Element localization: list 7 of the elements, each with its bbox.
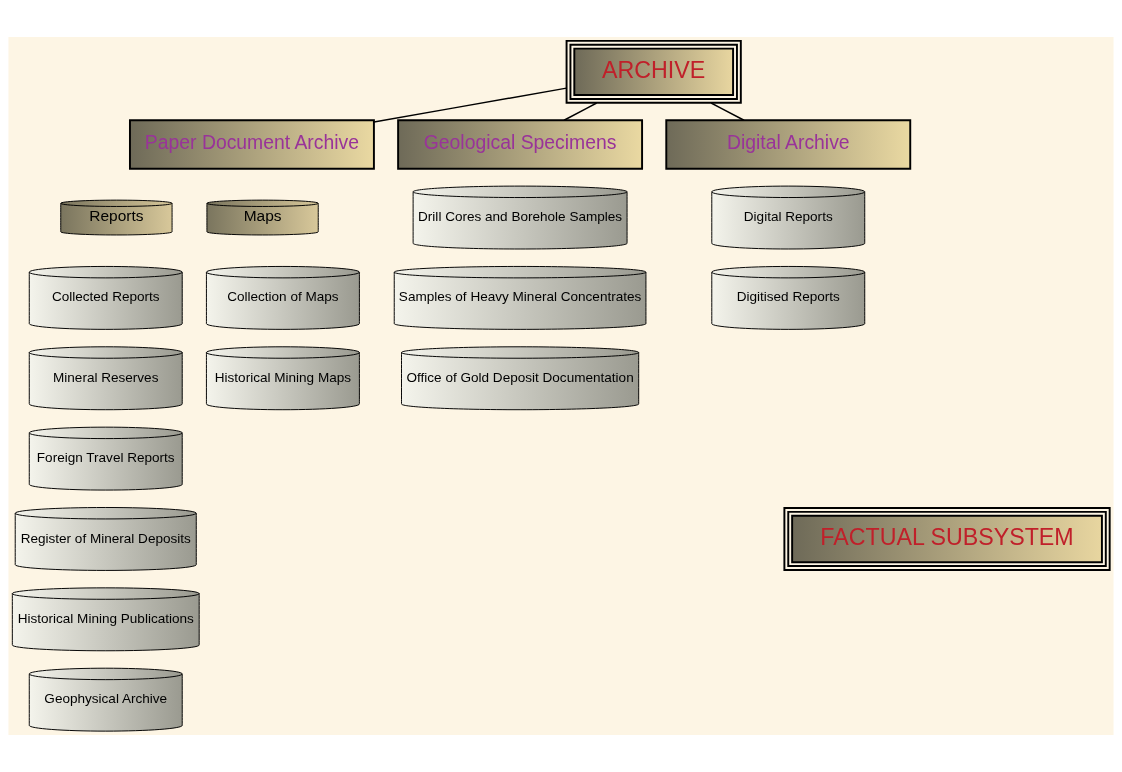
connector <box>563 102 598 121</box>
node-box: Geological Specimens <box>397 119 644 170</box>
connector <box>710 102 745 121</box>
node-box: Digital Archive <box>665 119 912 170</box>
connector <box>373 87 568 123</box>
node-box: ARCHIVE <box>565 39 742 104</box>
node-box: Paper Document Archive <box>129 119 375 170</box>
